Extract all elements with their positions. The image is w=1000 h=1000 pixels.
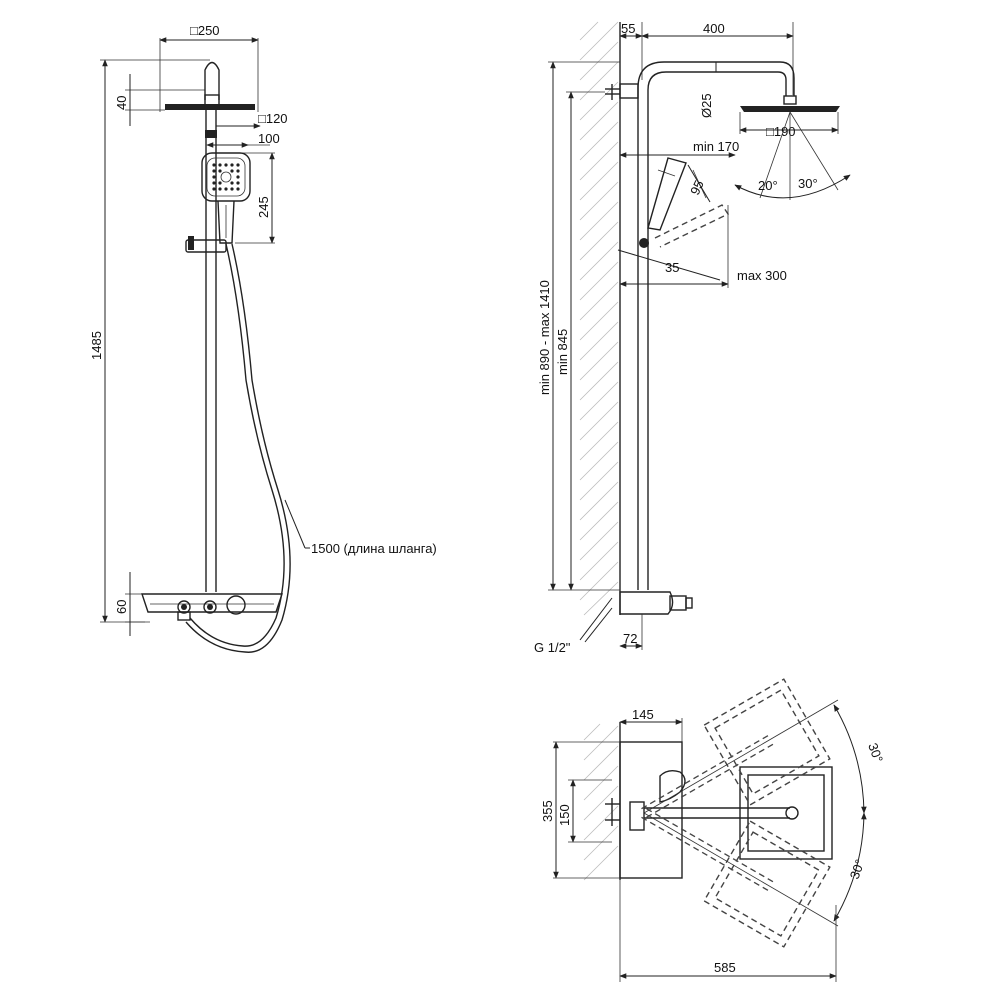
pipe-diameter-label: Ø25 bbox=[699, 93, 714, 118]
side-view: 55 400 Ø25 □190 bbox=[534, 21, 851, 655]
mixer-side: G 1/2" 72 bbox=[534, 591, 693, 655]
width-label: 355 bbox=[540, 800, 555, 822]
dim-head-width: □250 bbox=[159, 23, 259, 112]
hand-shower-side: 95 bbox=[639, 157, 730, 248]
inlet-spacing-label: 150 bbox=[557, 804, 572, 826]
total-reach-label: 585 bbox=[714, 960, 736, 975]
top-view: 145 355 150 bbox=[540, 678, 886, 982]
wall-hatching-top bbox=[583, 722, 621, 881]
dim-hand-offset: 35 max 300 bbox=[617, 205, 787, 288]
hose-length-label: 1500 (длина шланга) bbox=[311, 541, 437, 556]
dim-side-top: 55 400 bbox=[619, 21, 794, 95]
mixer-depth-label: 72 bbox=[623, 631, 637, 646]
wall-offset-label: 55 bbox=[621, 21, 635, 36]
dim-hand-shower: □120 100 245 bbox=[206, 111, 288, 244]
dim-head-height: 40 bbox=[114, 74, 205, 126]
wall-hatching bbox=[579, 21, 621, 616]
hand-height-label: 245 bbox=[256, 196, 271, 218]
overhead-shower-side bbox=[740, 95, 840, 112]
arm-top bbox=[644, 806, 799, 820]
rotation-arcs: 30° 30° bbox=[643, 699, 886, 927]
angle-left-label: 20° bbox=[758, 178, 778, 193]
front-view: □250 40 1485 □12 bbox=[89, 23, 437, 653]
head-width-label: □250 bbox=[190, 23, 220, 38]
dim-hand-min: min 170 bbox=[619, 139, 739, 158]
nozzle-grid bbox=[212, 163, 240, 191]
spray-angle: 20° 30° bbox=[734, 111, 851, 200]
dim-total-height: 1485 bbox=[89, 59, 210, 623]
dim-head-square: □190 bbox=[739, 112, 839, 139]
rotation-down-label: 30° bbox=[847, 857, 868, 881]
dim-total-reach: 585 bbox=[619, 880, 837, 982]
shower-column bbox=[205, 110, 217, 592]
hand-shower bbox=[201, 152, 251, 244]
dim-mixer-height: 60 bbox=[114, 572, 145, 636]
dim-top-depth: 145 bbox=[619, 707, 683, 742]
hand-max-reach-label: max 300 bbox=[737, 268, 787, 283]
arm-reach-label: 400 bbox=[703, 21, 725, 36]
head-square-label: □190 bbox=[766, 124, 796, 139]
thread-label: G 1/2" bbox=[534, 640, 571, 655]
wall-bracket-top bbox=[605, 83, 639, 100]
depth-label: 145 bbox=[632, 707, 654, 722]
dim-top-left: 355 150 bbox=[540, 741, 620, 879]
mixer-height-label: 60 bbox=[114, 600, 129, 614]
rotation-up-label: 30° bbox=[865, 741, 886, 765]
height-range-label: min 890 - max 1410 bbox=[537, 280, 552, 395]
inlets-top bbox=[605, 798, 645, 831]
total-height-label: 1485 bbox=[89, 331, 104, 360]
thermostatic-mixer bbox=[141, 593, 283, 621]
hand-offset-label: 35 bbox=[665, 260, 679, 275]
min-height-label: min 845 bbox=[555, 329, 570, 375]
dim-side-heights: min 890 - max 1410 min 845 bbox=[537, 61, 620, 591]
hand-square-label: □120 bbox=[258, 111, 288, 126]
angle-right-label: 30° bbox=[798, 176, 818, 191]
hand-width-label: 100 bbox=[258, 131, 280, 146]
hand-angle-label: 95 bbox=[687, 178, 707, 197]
overhead-shower bbox=[165, 61, 255, 110]
hand-min-reach-label: min 170 bbox=[693, 139, 739, 154]
shower-hose: 1500 (длина шланга) bbox=[185, 243, 437, 653]
shower-arm: Ø25 bbox=[637, 61, 795, 590]
head-height-label: 40 bbox=[114, 96, 129, 110]
